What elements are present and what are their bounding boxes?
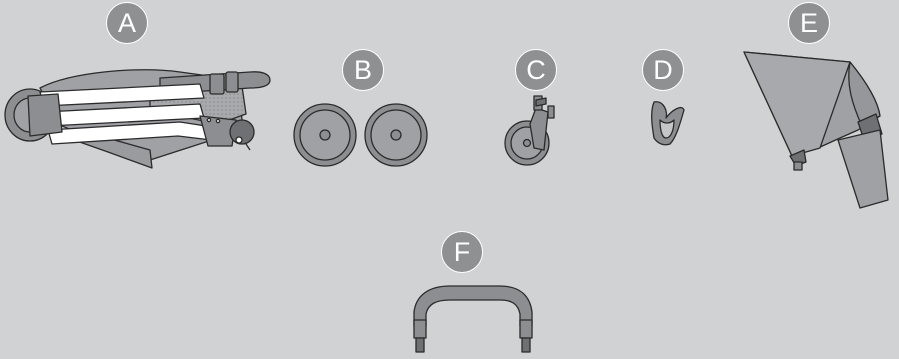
part-label-d: D: [642, 49, 684, 91]
part-label-e: E: [788, 2, 830, 44]
bumper-bar-part-f: [414, 286, 532, 352]
rear-wheel-left: [294, 104, 356, 166]
rear-wheels-part-b: [294, 104, 427, 166]
cup-holder-part-d: [652, 102, 684, 145]
part-label-c: C: [515, 49, 557, 91]
front-wheel-part-c: [505, 96, 554, 165]
part-label-a: A: [106, 2, 148, 44]
rear-wheel-right: [365, 104, 427, 166]
part-label-f: F: [441, 231, 483, 273]
canopy-part-e: [744, 52, 888, 208]
part-label-b: B: [342, 49, 384, 91]
folded-frame-part-a: [5, 70, 270, 168]
